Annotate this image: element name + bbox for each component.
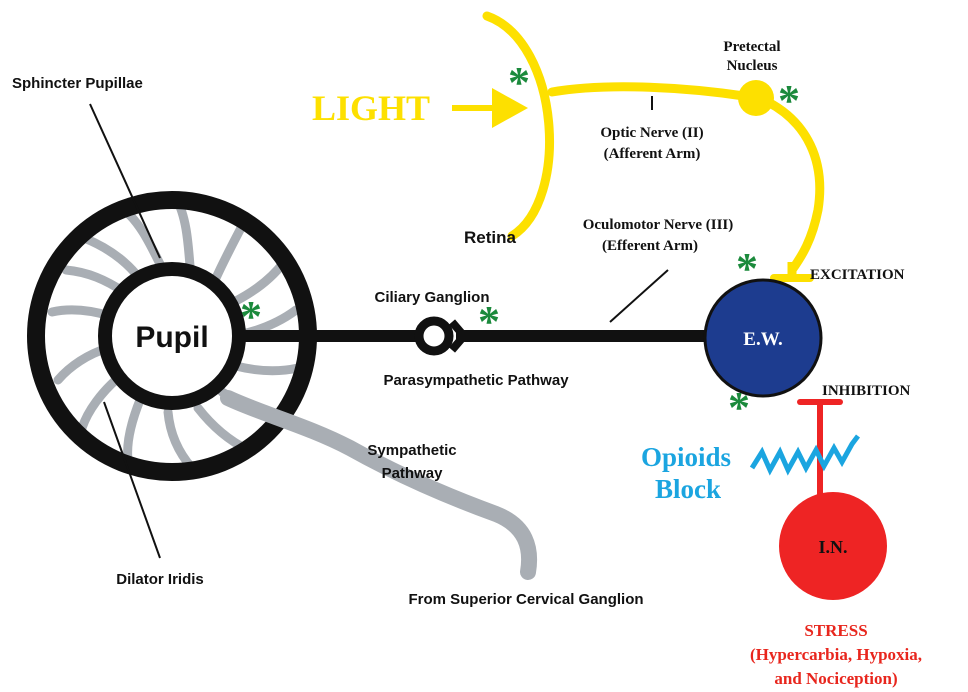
dilator-fiber (211, 217, 249, 283)
light-label: LIGHT (312, 88, 430, 128)
oculomotor-label-line2: (Efferent Arm) (602, 238, 698, 254)
pretectal-label-line1: Pretectal (723, 39, 780, 55)
dilator-fiber (163, 407, 197, 473)
light-arrow-head (492, 88, 528, 128)
optic-nerve-label-line2: (Afferent Arm) (604, 146, 701, 162)
retina-arc (482, 11, 554, 241)
pretectal-label-line2: Nucleus (727, 58, 778, 74)
optic-nerve-label-line1: Optic Nerve (II) (600, 125, 703, 141)
pupil-circle (98, 262, 246, 410)
pupil-label: Pupil (135, 321, 208, 354)
stress-label-line1: STRESS (804, 621, 867, 640)
pretectal-nucleus-node (738, 80, 774, 116)
dilator-fiber (77, 373, 123, 433)
stress-label-line3: and Nociception) (774, 669, 897, 688)
oculomotor-label-line1: Oculomotor Nerve (III) (583, 217, 734, 233)
ciliary-ganglion-node (414, 316, 454, 356)
asterisk-marker: * (508, 58, 530, 107)
asterisk-marker: * (778, 76, 800, 125)
dilator-leader-line (103, 401, 161, 559)
stress-label-line2: (Hypercarbia, Hypoxia, (750, 645, 922, 664)
asterisk-marker: * (728, 383, 750, 432)
pretectal-projection (763, 97, 825, 275)
dilator-iridis-label: Dilator Iridis (116, 571, 204, 588)
afferent-pathway (452, 11, 825, 282)
ew-label: E.W. (743, 329, 782, 350)
excitation-label: EXCITATION (810, 267, 905, 283)
in-label: I.N. (818, 537, 847, 557)
superior-cervical-label: From Superior Cervical Ganglion (408, 591, 643, 608)
ciliary-ganglion-label: Ciliary Ganglion (374, 289, 489, 306)
retina-label: Retina (464, 228, 517, 247)
sphincter-leader-line (89, 103, 161, 259)
asterisk-marker: * (736, 244, 758, 293)
optic-nerve (547, 82, 749, 101)
inhibition-label: INHIBITION (822, 383, 911, 399)
edinger-westphal-node (703, 278, 823, 398)
sympathetic-label-line2: Pathway (382, 465, 444, 482)
synapse-arrow (448, 319, 470, 353)
opioids-label-line1: Opioids (641, 442, 731, 472)
oculomotor-leader-line (609, 269, 669, 323)
opioid-block-zigzag (749, 434, 860, 476)
parasympathetic-label: Parasympathetic Pathway (383, 372, 569, 389)
opioids-label-line2: Block (655, 474, 721, 504)
asterisk-marker: * (478, 297, 500, 346)
sympathetic-label-line1: Sympathetic (367, 442, 456, 459)
dilator-fiber (123, 395, 145, 465)
asterisk-marker: * (240, 292, 262, 341)
dilator-fiber (231, 361, 303, 376)
sympathetic-pathway (220, 390, 538, 580)
inhibitory-neuron-node (779, 492, 887, 600)
sphincter-pupillae-label: Sphincter Pupillae (12, 75, 143, 92)
